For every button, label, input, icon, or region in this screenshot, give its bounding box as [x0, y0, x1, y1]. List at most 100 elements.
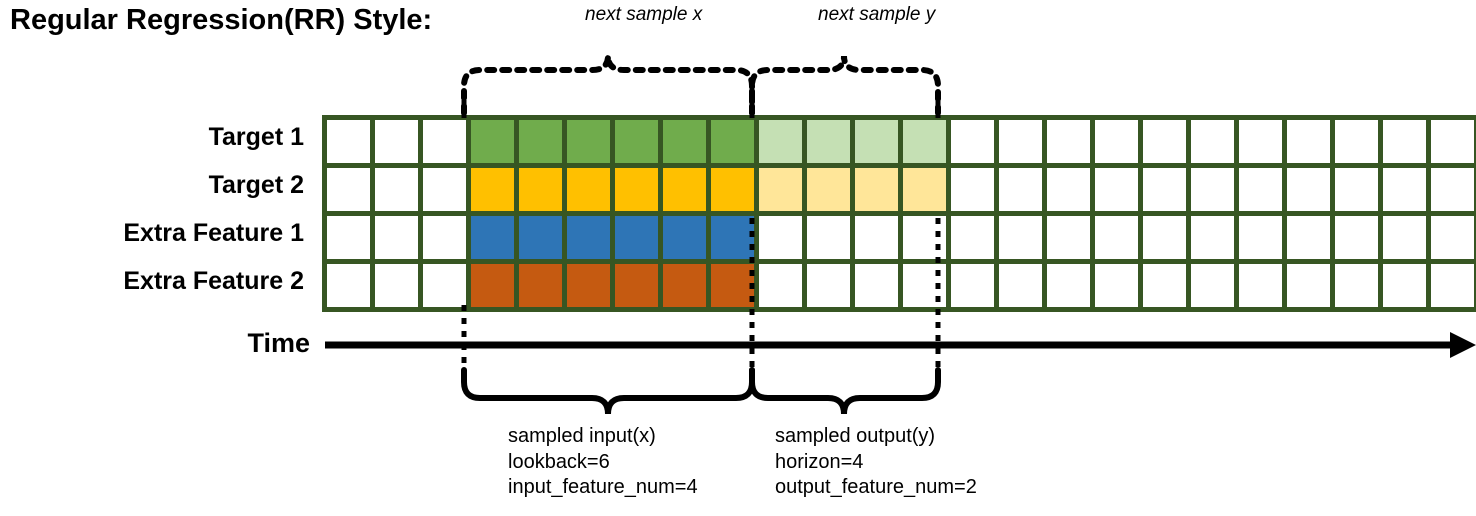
grid-cell-r1-c24 [1431, 120, 1474, 163]
caption-sampled-output: sampled output(y) horizon=4 output_featu… [775, 424, 977, 501]
grid-cell-r4-c14 [951, 264, 994, 307]
grid-cell-r1-c16 [1047, 120, 1090, 163]
grid-cell-r2-c13 [903, 168, 946, 211]
grid-cell-r2-c7 [615, 168, 658, 211]
caption-sampled-input: sampled input(x) lookback=6 input_featur… [508, 424, 698, 501]
grid-cell-r1-c19 [1191, 120, 1234, 163]
grid-cell-r1-c8 [663, 120, 706, 163]
grid-cell-r2-c9 [711, 168, 754, 211]
grid-cell-r4-c1 [327, 264, 370, 307]
grid-cell-r1-c18 [1143, 120, 1186, 163]
caption-output-line1: sampled output(y) [775, 425, 936, 447]
grid-cell-r1-c3 [423, 120, 466, 163]
grid-cell-r1-c20 [1239, 120, 1282, 163]
grid-cell-r1-c21 [1287, 120, 1330, 163]
grid-cell-r4-c18 [1143, 264, 1186, 307]
grid-cell-r4-c23 [1383, 264, 1426, 307]
grid-cell-r2-c16 [1047, 168, 1090, 211]
page-title: Regular Regression(RR) Style: [10, 4, 433, 36]
grid-cell-r4-c19 [1191, 264, 1234, 307]
brace-next-sample-y [749, 55, 941, 116]
grid-cell-r2-c24 [1431, 168, 1474, 211]
brace-sampled-input [461, 367, 755, 415]
grid-cell-r4-c17 [1095, 264, 1138, 307]
grid-cell-r2-c15 [999, 168, 1042, 211]
grid-cell-r2-c14 [951, 168, 994, 211]
grid-cell-r4-c20 [1239, 264, 1282, 307]
grid-cell-r4-c16 [1047, 264, 1090, 307]
grid-cell-r2-c5 [519, 168, 562, 211]
caption-input-line1: sampled input(x) [508, 425, 656, 447]
grid-cell-r4-c11 [807, 264, 850, 307]
grid-cell-r2-c17 [1095, 168, 1138, 211]
grid-cell-r3-c14 [951, 216, 994, 259]
time-axis-label: Time [247, 328, 310, 358]
grid-cell-r3-c24 [1431, 216, 1474, 259]
grid-cell-r3-c23 [1383, 216, 1426, 259]
grid-cell-r3-c19 [1191, 216, 1234, 259]
row-label-column: Target 1 Target 2 Extra Feature 1 Extra … [10, 115, 312, 311]
grid-cell-r3-c3 [423, 216, 466, 259]
grid-cell-r1-c14 [951, 120, 994, 163]
grid-cell-r3-c18 [1143, 216, 1186, 259]
caption-input-line2: lookback=6 [508, 450, 610, 473]
grid-cell-r2-c19 [1191, 168, 1234, 211]
grid-cell-r1-c11 [807, 120, 850, 163]
grid-cell-r4-c6 [567, 264, 610, 307]
grid-cell-r2-c11 [807, 168, 850, 211]
grid-cell-r1-c5 [519, 120, 562, 163]
grid-cell-r4-c13 [903, 264, 946, 307]
grid-cell-r2-c10 [759, 168, 802, 211]
grid-cell-r3-c4 [471, 216, 514, 259]
grid-cell-r3-c9 [711, 216, 754, 259]
grid-cell-r1-c9 [711, 120, 754, 163]
next-sample-x-label: next sample x [585, 4, 703, 25]
row-label-target-2: Target 2 [208, 171, 304, 199]
grid-cell-r3-c5 [519, 216, 562, 259]
grid-cell-r1-c6 [567, 120, 610, 163]
grid-cell-r2-c21 [1287, 168, 1330, 211]
grid-cell-r2-c18 [1143, 168, 1186, 211]
caption-input-line3: input_feature_num=4 [508, 476, 698, 499]
grid-cell-r4-c3 [423, 264, 466, 307]
grid-cell-r1-c2 [375, 120, 418, 163]
grid-cell-r1-c22 [1335, 120, 1378, 163]
grid-cell-r2-c1 [327, 168, 370, 211]
grid-cell-r1-c23 [1383, 120, 1426, 163]
grid-cell-r4-c7 [615, 264, 658, 307]
grid-cell-r3-c13 [903, 216, 946, 259]
brace-next-sample-x [461, 55, 755, 116]
grid-cell-r3-c22 [1335, 216, 1378, 259]
grid-cell-r2-c12 [855, 168, 898, 211]
grid-cell-r3-c21 [1287, 216, 1330, 259]
grid-cell-r4-c24 [1431, 264, 1474, 307]
grid-cell-r3-c15 [999, 216, 1042, 259]
timeseries-grid [322, 115, 1476, 312]
grid-cell-r2-c22 [1335, 168, 1378, 211]
caption-output-line3: output_feature_num=2 [775, 476, 977, 499]
grid-cell-r4-c10 [759, 264, 802, 307]
row-label-target-1: Target 1 [208, 123, 304, 151]
grid-cell-r4-c2 [375, 264, 418, 307]
grid-cell-r2-c8 [663, 168, 706, 211]
grid-cell-r3-c20 [1239, 216, 1282, 259]
grid-cell-r2-c2 [375, 168, 418, 211]
grid-cell-r3-c7 [615, 216, 658, 259]
grid-cell-r2-c4 [471, 168, 514, 211]
caption-output-line2: horizon=4 [775, 450, 864, 473]
grid-cell-r1-c15 [999, 120, 1042, 163]
next-sample-y-label: next sample y [818, 4, 936, 25]
row-label-extra-feature-1: Extra Feature 1 [123, 219, 304, 247]
grid-cell-r2-c20 [1239, 168, 1282, 211]
grid-cell-r4-c21 [1287, 264, 1330, 307]
grid-cell-r1-c12 [855, 120, 898, 163]
grid-cell-r1-c10 [759, 120, 802, 163]
grid-cell-r3-c2 [375, 216, 418, 259]
grid-cell-r1-c4 [471, 120, 514, 163]
row-label-extra-feature-2: Extra Feature 2 [123, 267, 304, 295]
grid-cell-r1-c1 [327, 120, 370, 163]
grid-cell-r4-c4 [471, 264, 514, 307]
grid-cell-r4-c22 [1335, 264, 1378, 307]
grid-cell-r3-c1 [327, 216, 370, 259]
grid-cell-r3-c17 [1095, 216, 1138, 259]
